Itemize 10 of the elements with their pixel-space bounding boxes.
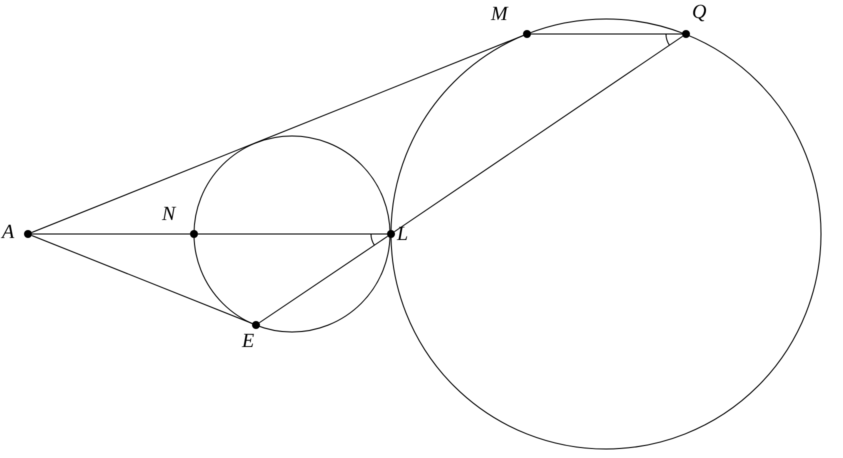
point-label: L: [397, 224, 408, 244]
point-label: N: [162, 204, 176, 224]
line-segment: [31, 35, 524, 233]
point-label: M: [491, 4, 508, 24]
point-label: E: [242, 331, 254, 351]
line-segment: [31, 234, 253, 324]
point-label: Q: [692, 2, 706, 22]
line-segment: [394, 36, 684, 232]
point-label: A: [2, 222, 14, 242]
line-segment: [258, 236, 388, 324]
